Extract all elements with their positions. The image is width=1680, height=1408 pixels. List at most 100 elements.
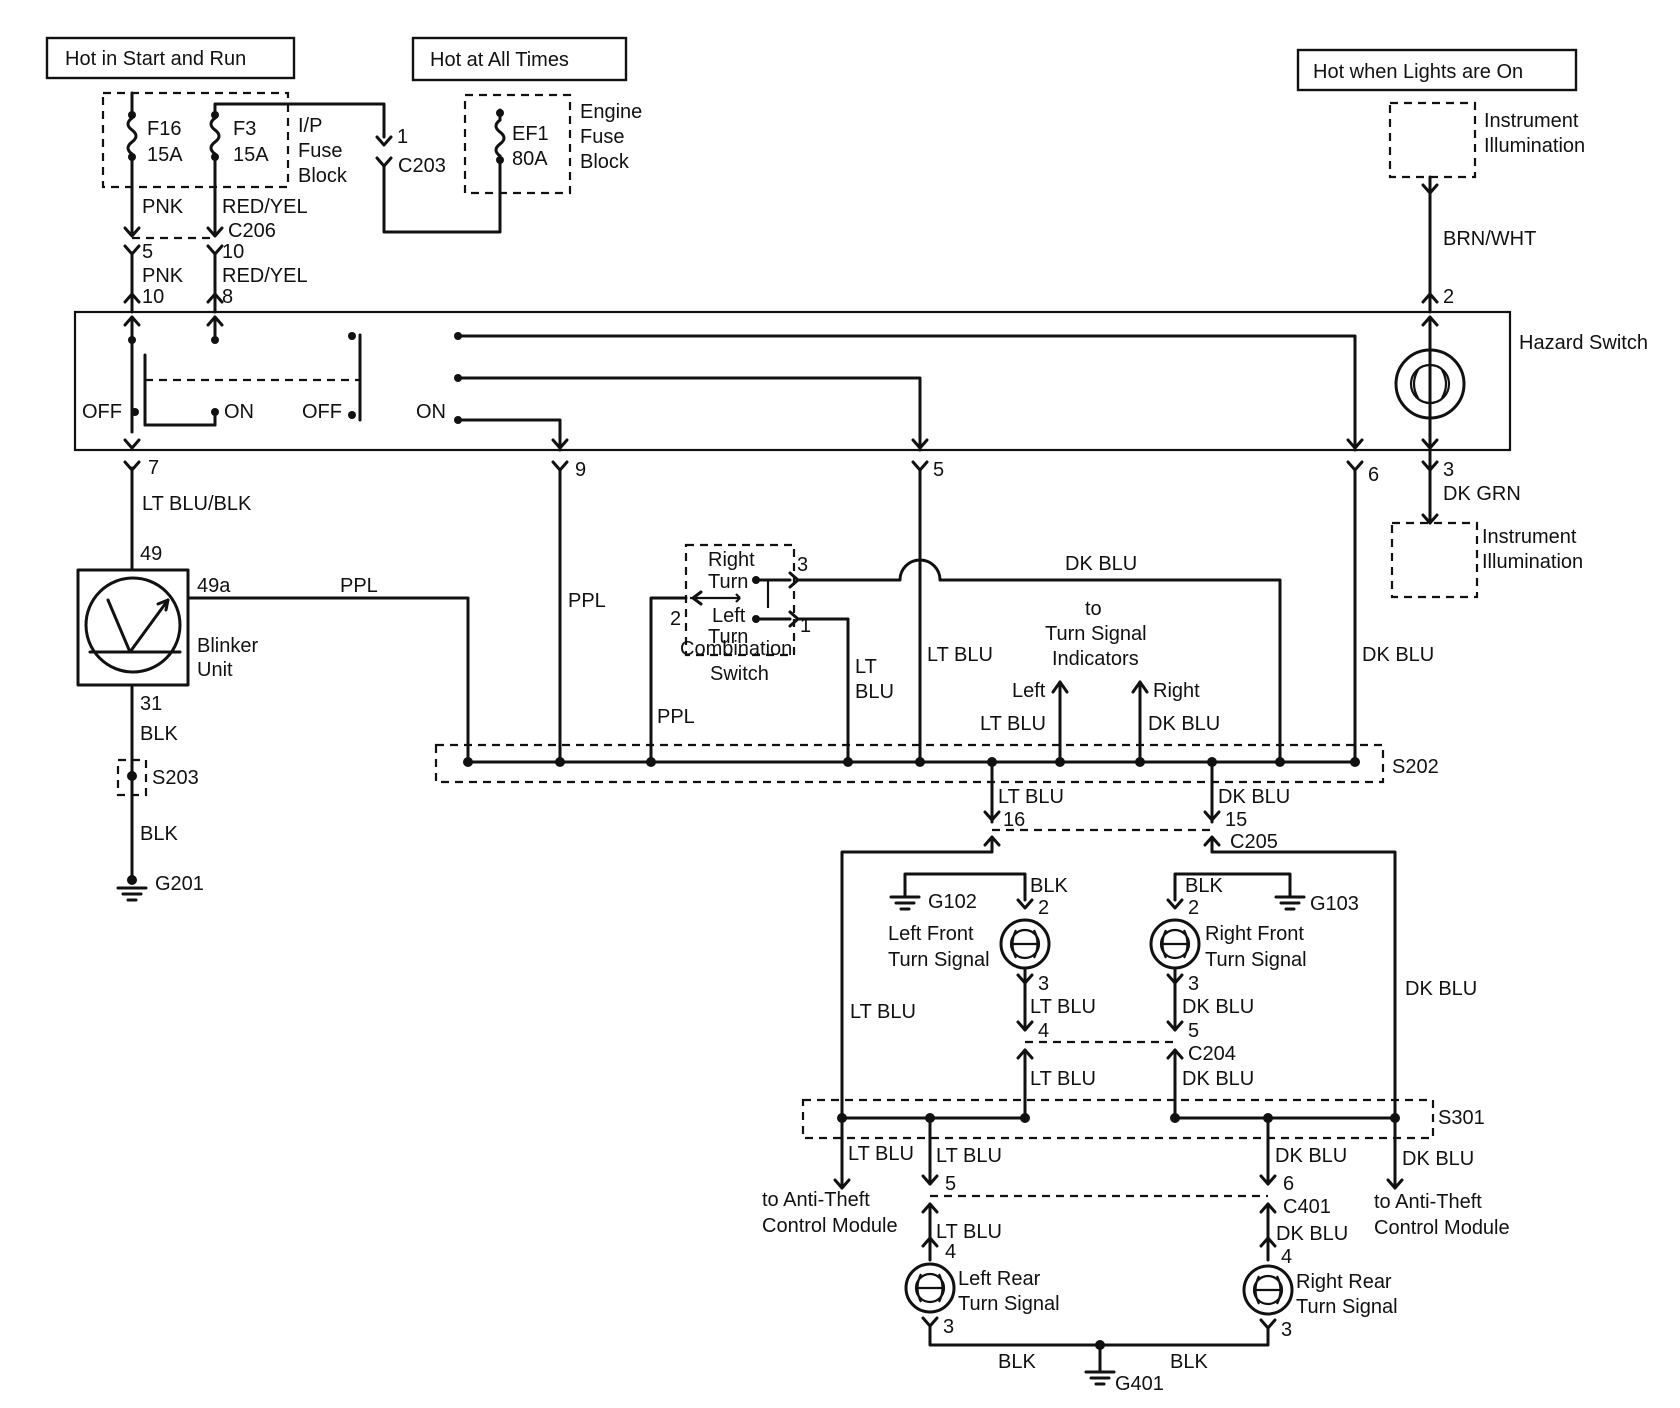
wire-lt-blu-s202-out: LT BLU [998, 786, 1064, 808]
c401-pin-6: 6 [1283, 1173, 1294, 1195]
ground-g103-label: G103 [1310, 893, 1359, 915]
wire-blk-s203-bottom: BLK [140, 823, 178, 845]
hazard-pin-10: 10 [142, 286, 164, 308]
hazard-off-2: OFF [302, 401, 342, 423]
ef1-fuse-icon [494, 118, 506, 158]
wire-lt-blu-anti-theft-left: LT BLU [848, 1143, 914, 1165]
ground-g201-label: G201 [155, 873, 204, 895]
s202-junctions [463, 757, 1360, 767]
right-front-pin-2: 2 [1188, 897, 1199, 919]
c206-pin-5: 5 [142, 241, 153, 263]
hazard-switch-title: Hazard Switch [1519, 332, 1648, 354]
splice-s203-box [116, 758, 148, 797]
left-front-label-1: Left Front [888, 923, 974, 945]
instrument-illumination-top: Instrument Illumination [1388, 101, 1585, 179]
ground-g401-label: G401 [1115, 1373, 1164, 1395]
wire-lt-blu-pin5: LT BLU [927, 644, 993, 666]
anti-theft-left-label-2: Control Module [762, 1215, 898, 1237]
left-turn-label-2: Turn [708, 626, 748, 648]
wire-dk-blu-s202-out: DK BLU [1218, 786, 1290, 808]
wire-blk-left-front: BLK [1030, 875, 1068, 897]
hazard-on-2: ON [416, 401, 446, 423]
hazard-switch: Hazard Switch OFF ON OFF ON [73, 310, 1648, 452]
anti-theft-right-label-1: to Anti-Theft [1374, 1191, 1482, 1213]
ground-g102-label: G102 [928, 891, 977, 913]
right-front-lamp-icon [1149, 918, 1201, 970]
ground-g201-icon [116, 886, 148, 902]
left-front-pin-2: 2 [1038, 897, 1049, 919]
hazard-pin-5: 5 [933, 459, 944, 481]
right-rear-label-2: Turn Signal [1296, 1296, 1398, 1318]
blinker-icon [84, 576, 182, 674]
header-start-run-label: Hot in Start and Run [65, 48, 246, 70]
blinker-pin-49: 49 [140, 543, 162, 565]
wire-blk-g401-right: BLK [1170, 1351, 1208, 1373]
left-rear-label-2: Turn Signal [958, 1293, 1060, 1315]
f16-name: F16 [147, 118, 181, 140]
wire-ppl-combo: PPL [657, 706, 695, 728]
wire-dk-blu-right-front: DK BLU [1182, 996, 1254, 1018]
splice-s203-label: S203 [152, 767, 199, 789]
wire-lt-blu-c205-left: LT BLU [850, 1001, 916, 1023]
wire-lt-blu-s301-left: LT BLU [936, 1145, 1002, 1167]
ip-block-label-3: Block [298, 165, 348, 187]
wire-pnk-lower: PNK [142, 265, 184, 287]
left-front-pin-3: 3 [1038, 973, 1049, 995]
header-all-times: Hot at All Times [411, 36, 628, 82]
wire-dk-blu-anti-theft-right: DK BLU [1402, 1148, 1474, 1170]
wire-lt-blu-blk: LT BLU/BLK [142, 493, 252, 515]
left-rear-lamp-icon [904, 1262, 956, 1314]
hazard-pin-2: 2 [1443, 286, 1454, 308]
right-rear-label-1: Right Rear [1296, 1271, 1392, 1293]
wire-lt-blu-c204-left: LT BLU [1030, 1068, 1096, 1090]
wire-ppl-pin9: PPL [568, 590, 606, 612]
ip-block-label-2: Fuse [298, 140, 342, 162]
wire-lt-blu-left-indicator: LT BLU [980, 713, 1046, 735]
wire-ppl-blinker: PPL [340, 575, 378, 597]
splice-s301-label: S301 [1438, 1107, 1485, 1129]
left-front-label-2: Turn Signal [888, 949, 990, 971]
c203-pin-1: 1 [397, 126, 408, 148]
right-rear-pin-4: 4 [1281, 1246, 1292, 1268]
wire-brn-wht: BRN/WHT [1443, 228, 1536, 250]
header-start-run: Hot in Start and Run [45, 36, 296, 80]
engine-block-label-1: Engine [580, 101, 642, 123]
ground-g102-icon [889, 895, 921, 911]
hazard-off-1: OFF [82, 401, 122, 423]
header-all-times-label: Hot at All Times [430, 49, 569, 71]
combination-label-1: Combination [680, 638, 792, 660]
wire-blk-g401-left: BLK [998, 1351, 1036, 1373]
indicators-label-2: Turn Signal [1045, 623, 1147, 645]
c203-label: C203 [398, 155, 446, 177]
wire-lt-blu-left-front: LT BLU [1030, 996, 1096, 1018]
wire-dk-blu-right-indicator: DK BLU [1148, 713, 1220, 735]
f3-fuse-icon [209, 116, 221, 156]
ground-g103-icon [1274, 895, 1306, 911]
indicator-left-label: Left [1012, 680, 1046, 702]
ip-block-label-1: I/P [298, 115, 322, 137]
blinker-unit: Blinker Unit [76, 568, 258, 687]
left-rear-label-1: Left Rear [958, 1268, 1041, 1290]
splice-s202-box [434, 743, 1385, 784]
left-rear-pin-4: 4 [945, 1241, 956, 1263]
right-rear-lamp-icon [1242, 1264, 1294, 1316]
c204-pin-5: 5 [1188, 1020, 1199, 1042]
c205-label: C205 [1230, 831, 1278, 853]
wire-red-yel-upper: RED/YEL [222, 196, 308, 218]
illum-top-label-2: Illumination [1484, 135, 1585, 157]
left-rear-pin-3: 3 [943, 1316, 954, 1338]
header-lights-on: Hot when Lights are On [1296, 48, 1578, 92]
f3-name: F3 [233, 118, 256, 140]
hazard-pin-6: 6 [1368, 464, 1379, 486]
blinker-pin-49a: 49a [197, 575, 231, 597]
wire-dk-blu-right-turn: DK BLU [1065, 553, 1137, 575]
engine-block-label-3: Block [580, 151, 630, 173]
ip-fuse-block: F16 15A F3 15A I/P Fuse Block [101, 91, 348, 189]
anti-theft-left-label-1: to Anti-Theft [762, 1189, 870, 1211]
right-front-label-1: Right Front [1205, 923, 1304, 945]
engine-block-label-2: Fuse [580, 126, 624, 148]
f16-rating: 15A [147, 144, 183, 166]
blinker-label-1: Blinker [197, 635, 258, 657]
blinker-pin-31: 31 [140, 693, 162, 715]
